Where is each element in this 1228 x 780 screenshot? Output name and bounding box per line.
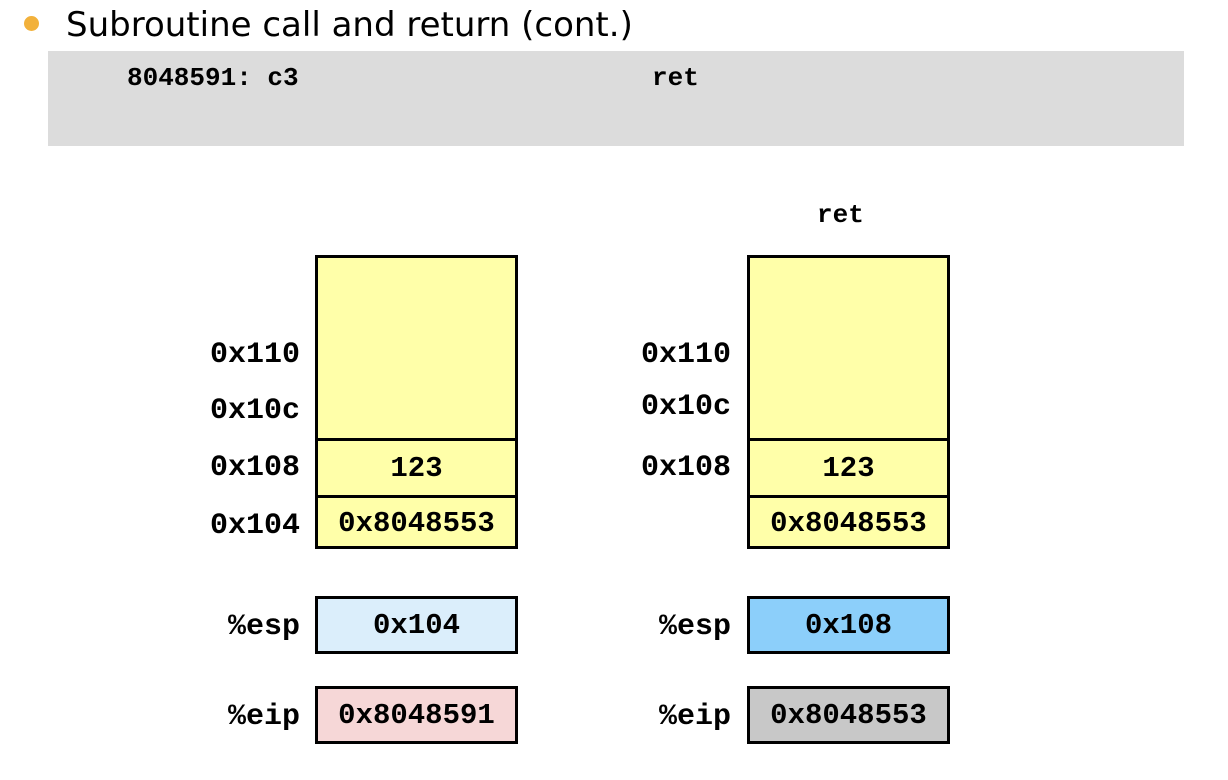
eip-label: %eip bbox=[658, 700, 731, 734]
stack-frame: 123 0x8048553 bbox=[315, 255, 518, 549]
esp-register: 0x108 bbox=[747, 596, 950, 654]
esp-label: %esp bbox=[658, 610, 731, 644]
address-label: 0x108 bbox=[640, 451, 731, 485]
address-label: 0x10c bbox=[209, 394, 300, 428]
code-listing bbox=[48, 51, 1184, 146]
slide-title: Subroutine call and return (cont.) bbox=[66, 5, 633, 45]
esp-label: %esp bbox=[227, 610, 300, 644]
address-label: 0x108 bbox=[209, 451, 300, 485]
stack-cell: 123 bbox=[750, 438, 947, 495]
bullet-icon bbox=[24, 16, 39, 31]
eip-label: %eip bbox=[227, 700, 300, 734]
esp-register: 0x104 bbox=[315, 596, 518, 654]
code-instruction: ret bbox=[652, 63, 699, 93]
address-label: 0x110 bbox=[640, 338, 731, 372]
address-label: 0x110 bbox=[209, 338, 300, 372]
stack-cell: 0x8048553 bbox=[750, 495, 947, 549]
address-label: 0x10c bbox=[640, 390, 731, 424]
eip-register: 0x8048591 bbox=[315, 686, 518, 744]
code-address: 8048591: c3 bbox=[127, 63, 299, 93]
after-caption: ret bbox=[817, 200, 864, 230]
stack-cell: 0x8048553 bbox=[318, 495, 515, 549]
eip-register: 0x8048553 bbox=[747, 686, 950, 744]
stack-cell: 123 bbox=[318, 438, 515, 495]
address-label: 0x104 bbox=[209, 509, 300, 543]
stack-frame: 123 0x8048553 bbox=[747, 255, 950, 549]
